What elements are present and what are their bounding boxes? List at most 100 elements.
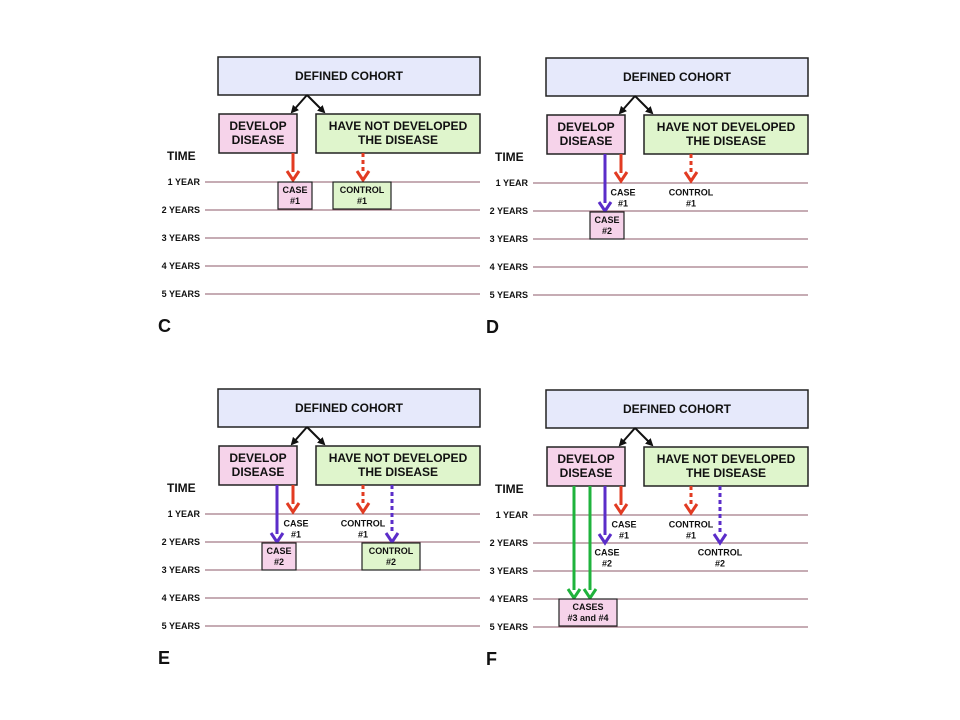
branch-arrow-develop — [618, 427, 636, 447]
time-tick-label: 3 YEARS — [162, 233, 200, 243]
not-developed-label-line: HAVE NOT DEVELOPED — [329, 119, 468, 133]
control-2-arrow-head — [712, 533, 728, 546]
time-tick-label: 2 YEARS — [162, 537, 200, 547]
case-box-label-line: CASE — [282, 185, 307, 195]
control-1-arrow — [683, 154, 699, 184]
time-tick-label: 4 YEARS — [162, 261, 200, 271]
case-4-arrow-head — [582, 588, 598, 601]
develop-disease-box — [218, 113, 298, 154]
case-2-arrow — [597, 154, 613, 214]
develop-disease-label-line: DEVELOP — [557, 120, 614, 134]
time-tick-label: 5 YEARS — [162, 289, 200, 299]
timeline-label: CASE#1 — [283, 519, 308, 540]
control-box-label-line: CONTROL — [340, 185, 385, 195]
timeline-label-line: CASE — [283, 519, 308, 529]
panel-letter: E — [158, 648, 170, 668]
develop-disease-label-line: DEVELOP — [229, 451, 286, 465]
develop-disease-box — [546, 114, 626, 155]
timeline-label-line: #1 — [686, 199, 696, 209]
timeline-label: CASE#1 — [611, 520, 636, 541]
not-developed-label-line: HAVE NOT DEVELOPED — [657, 120, 796, 134]
develop-disease-label-line: DISEASE — [560, 134, 613, 148]
case-box-label: CASES#3 and #4 — [567, 602, 608, 623]
case-3-arrow-head — [566, 588, 582, 601]
timeline-label: CONTROL#1 — [669, 520, 714, 541]
control-1-arrow-head — [683, 503, 699, 516]
control-box — [332, 181, 392, 210]
not-developed-label-line: THE DISEASE — [686, 466, 766, 480]
case-box-label-line: #2 — [274, 557, 284, 567]
case-1-arrow-head — [613, 503, 629, 516]
branch-arrow-not-developed — [634, 427, 654, 447]
case-box-label: CASE#2 — [266, 546, 291, 567]
not-developed-label-line: THE DISEASE — [358, 133, 438, 147]
time-tick-label: 2 YEARS — [162, 205, 200, 215]
control-1-arrow-head — [355, 170, 371, 183]
defined-cohort-label: DEFINED COHORT — [295, 69, 404, 83]
timeline-label: CONTROL#1 — [669, 188, 714, 209]
case-box-label-line: CASE — [594, 215, 619, 225]
not-developed-label-line: HAVE NOT DEVELOPED — [657, 452, 796, 466]
time-tick-label: 4 YEARS — [490, 262, 528, 272]
not-developed-box — [315, 113, 481, 154]
branch-arrow-develop — [290, 426, 308, 446]
not-developed-label-line: HAVE NOT DEVELOPED — [329, 451, 468, 465]
control-box-label-line: CONTROL — [369, 546, 414, 556]
time-tick-label: 3 YEARS — [162, 565, 200, 575]
time-tick-label: 2 YEARS — [490, 206, 528, 216]
case-2-arrow — [597, 486, 613, 546]
case-1-arrow — [285, 485, 301, 515]
case-box-label-line: #2 — [602, 226, 612, 236]
branch-arrow-develop — [618, 95, 636, 115]
time-tick-label: 5 YEARS — [162, 621, 200, 631]
time-axis-title: TIME — [167, 481, 196, 495]
control-1-arrow — [355, 485, 371, 515]
not-developed-box — [315, 445, 481, 486]
control-box — [361, 542, 421, 571]
case-box-label: CASE#1 — [282, 185, 307, 206]
timeline-label-line: CONTROL — [669, 188, 714, 198]
defined-cohort-label: DEFINED COHORT — [623, 70, 732, 84]
panel-letter: D — [486, 317, 499, 337]
case-1-arrow-head — [285, 502, 301, 515]
defined-cohort-box — [217, 56, 481, 96]
timeline-label-line: #1 — [686, 531, 696, 541]
time-tick-label: 4 YEARS — [162, 593, 200, 603]
develop-disease-box — [546, 446, 626, 487]
not-developed-box — [643, 114, 809, 155]
branch-arrow-not-developed — [306, 426, 326, 446]
case-box-label-line: #1 — [290, 196, 300, 206]
case-1-arrow — [285, 153, 301, 183]
case-box — [589, 211, 625, 240]
control-1-arrow — [683, 486, 699, 516]
control-box-label: CONTROL#2 — [369, 546, 414, 567]
case-box-label-line: CASES — [572, 602, 603, 612]
time-tick-label: 1 YEAR — [496, 510, 529, 520]
control-1-arrow-head — [683, 171, 699, 184]
develop-disease-label-line: DEVELOP — [229, 119, 286, 133]
case-1-arrow — [613, 486, 629, 516]
defined-cohort-label: DEFINED COHORT — [295, 401, 404, 415]
case-1-arrow-head — [285, 170, 301, 183]
develop-disease-label-line: DISEASE — [232, 133, 285, 147]
branch-arrow-not-developed — [306, 94, 326, 114]
control-box-label-line: #1 — [357, 196, 367, 206]
develop-disease-label-line: DISEASE — [560, 466, 613, 480]
control-2-arrow-head — [384, 532, 400, 545]
timeline-label-line: CONTROL — [341, 519, 386, 529]
branch-arrow-not-developed — [634, 95, 654, 115]
case-2-arrow-head — [597, 201, 613, 214]
time-tick-label: 3 YEARS — [490, 566, 528, 576]
panel-letter: F — [486, 649, 497, 669]
case-1-arrow — [613, 154, 629, 184]
timeline-label-line: CASE — [611, 520, 636, 530]
